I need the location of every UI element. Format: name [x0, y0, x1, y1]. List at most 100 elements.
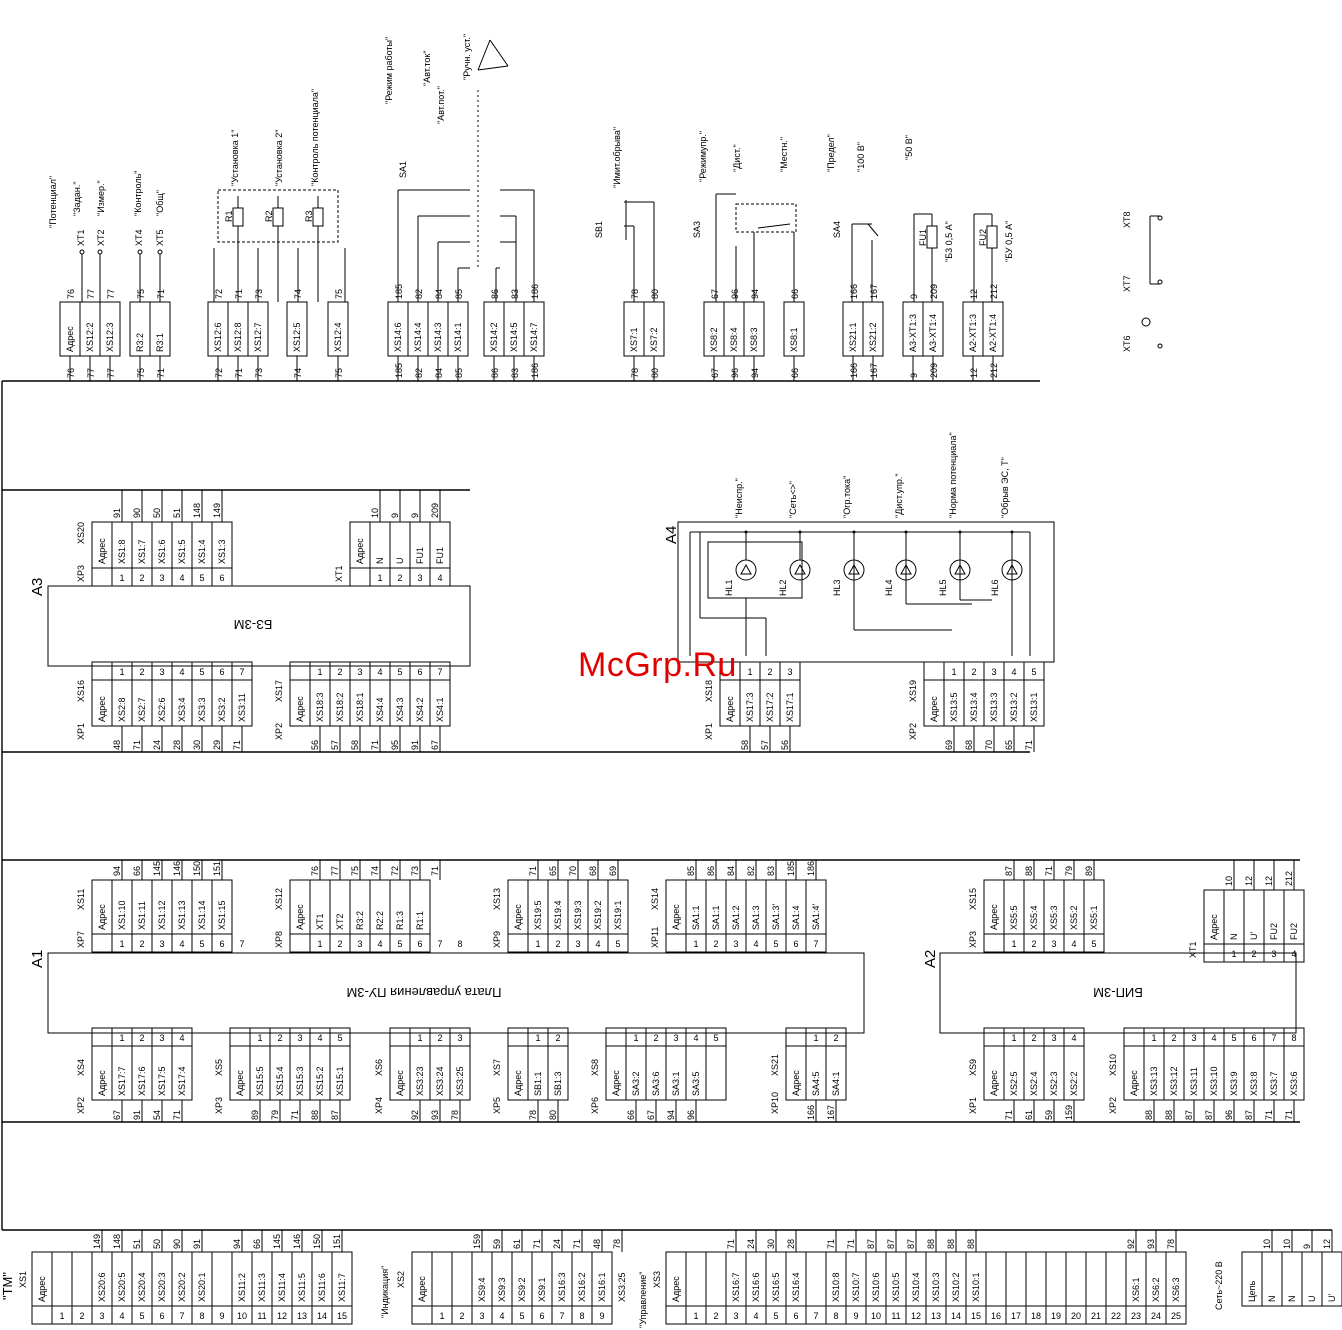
pin-number: 1 — [535, 939, 540, 949]
pin-number: 5 — [773, 939, 778, 949]
wire-number: 51 — [172, 508, 182, 518]
pin-number: 7 — [239, 939, 244, 949]
wire-number: 87 — [886, 1239, 896, 1249]
wire-number: 75 — [350, 866, 360, 876]
pin-number: 5 — [1231, 1033, 1236, 1043]
cell-label: XS3:6 — [1289, 1071, 1299, 1096]
terminal-label: A2-XT1:4 — [988, 314, 998, 352]
wire-number: 78 — [612, 1239, 622, 1249]
pin-number: 3 — [1051, 1033, 1056, 1043]
wire-number: 58 — [350, 740, 360, 750]
pin-number: 23 — [1131, 1311, 1141, 1321]
pin-number: 6 — [793, 1311, 798, 1321]
cell-label: XS15:3 — [295, 1066, 305, 1096]
cell-label: XS5:4 — [1029, 905, 1039, 930]
r2-name: R2 — [264, 210, 274, 222]
wire-number: 151 — [212, 861, 222, 876]
cell-label: XS17:3 — [745, 692, 755, 722]
cell-label: XS9:2 — [517, 1277, 527, 1302]
pin-number: 7 — [437, 939, 442, 949]
connector-id: XP2 — [1108, 1097, 1118, 1114]
xt5-name: XT5 — [155, 229, 165, 246]
pin-number: 6 — [219, 573, 224, 583]
wire-number: 24 — [746, 1239, 756, 1249]
wire-number: 91 — [410, 740, 420, 750]
cell-label: Адрес — [989, 904, 999, 930]
cell-label: XS11:4 — [277, 1273, 287, 1302]
wire-number: 166 — [849, 363, 859, 378]
pin-number: 2 — [397, 573, 402, 583]
cell-label: XS3:12 — [1169, 1066, 1179, 1096]
terminal-label: XS12:8 — [233, 322, 243, 352]
pin-number: 19 — [1051, 1311, 1061, 1321]
wire-number: 166 — [849, 284, 859, 299]
connector-id: XS6 — [374, 1059, 384, 1076]
wire-number: 9 — [1302, 1244, 1312, 1249]
wire-number: 71 — [846, 1239, 856, 1249]
terminal-label: XS7:2 — [649, 327, 659, 352]
cell-label: FU2 — [1289, 923, 1299, 940]
top-symbols — [79, 39, 1163, 349]
connector-id: XP2 — [908, 723, 918, 740]
label-imit: "Имит.обрыва" — [612, 127, 622, 188]
cell-label: U' — [1249, 932, 1259, 940]
pin-number: 3 — [297, 1033, 302, 1043]
wire-number: 84 — [726, 866, 736, 876]
connector-id: XS14 — [650, 888, 660, 910]
wire-number: 91 — [132, 1110, 142, 1120]
pin-number: 4 — [437, 573, 442, 583]
label-rezhim: "Режим работы" — [384, 37, 394, 104]
cell-label: XS17:6 — [137, 1066, 147, 1096]
label-zadan: "Задан." — [72, 181, 82, 216]
wire-number: 71 — [156, 368, 166, 378]
pin-number: 1 — [693, 1311, 698, 1321]
wire-number: 86 — [490, 289, 500, 299]
wire-number: 88 — [1024, 866, 1034, 876]
wire-number: 66 — [132, 866, 142, 876]
wire-number: 76 — [66, 368, 76, 378]
cell-label: XS9:1 — [537, 1277, 547, 1302]
wire-number: 74 — [370, 866, 380, 876]
cell-label: SA3:5 — [691, 1071, 701, 1096]
pin-number: 9 — [599, 1311, 604, 1321]
wire-number: 28 — [786, 1239, 796, 1249]
xs3-label: XS3 — [652, 1271, 662, 1288]
pin-number: 2 — [437, 1033, 442, 1043]
pin-number: 15 — [337, 1311, 347, 1321]
cell-label: XS1:15 — [217, 900, 227, 930]
wire-number: 212 — [1284, 871, 1294, 886]
wire-number: 209 — [430, 503, 440, 518]
pin-number: 3 — [733, 939, 738, 949]
indicator-hl5: HL5"Норма потенциала" — [938, 432, 971, 596]
pin-number: 1 — [951, 667, 956, 677]
cell-label: XS18:1 — [355, 692, 365, 722]
pin-number: 11 — [257, 1311, 266, 1321]
wire-number: 88 — [1144, 1110, 1154, 1120]
cell-label: Адрес — [513, 904, 523, 930]
upravlenie-label: "Управление" — [638, 1272, 648, 1328]
pin-number: 6 — [417, 939, 422, 949]
wire-number: 209 — [929, 363, 939, 378]
label-kontrol-pot: "Контроль потенциала" — [310, 89, 320, 186]
pin-number: 5 — [713, 1033, 718, 1043]
cell-label: Адрес — [725, 696, 735, 722]
connector-id: XS19 — [908, 680, 918, 702]
cell-label: XS4:2 — [415, 697, 425, 722]
wire-number: 148 — [192, 503, 202, 518]
xs1-label: XS1 — [18, 1271, 28, 1288]
cell-label: Адрес — [671, 1276, 681, 1302]
cell-label: XS2:5 — [1009, 1071, 1019, 1096]
connector-id: XS10 — [1108, 1054, 1118, 1076]
wire-number: 70 — [568, 866, 578, 876]
cell-label: XS10:2 — [951, 1272, 961, 1302]
pin-number: 3 — [991, 667, 996, 677]
pin-number: 3 — [159, 1033, 164, 1043]
